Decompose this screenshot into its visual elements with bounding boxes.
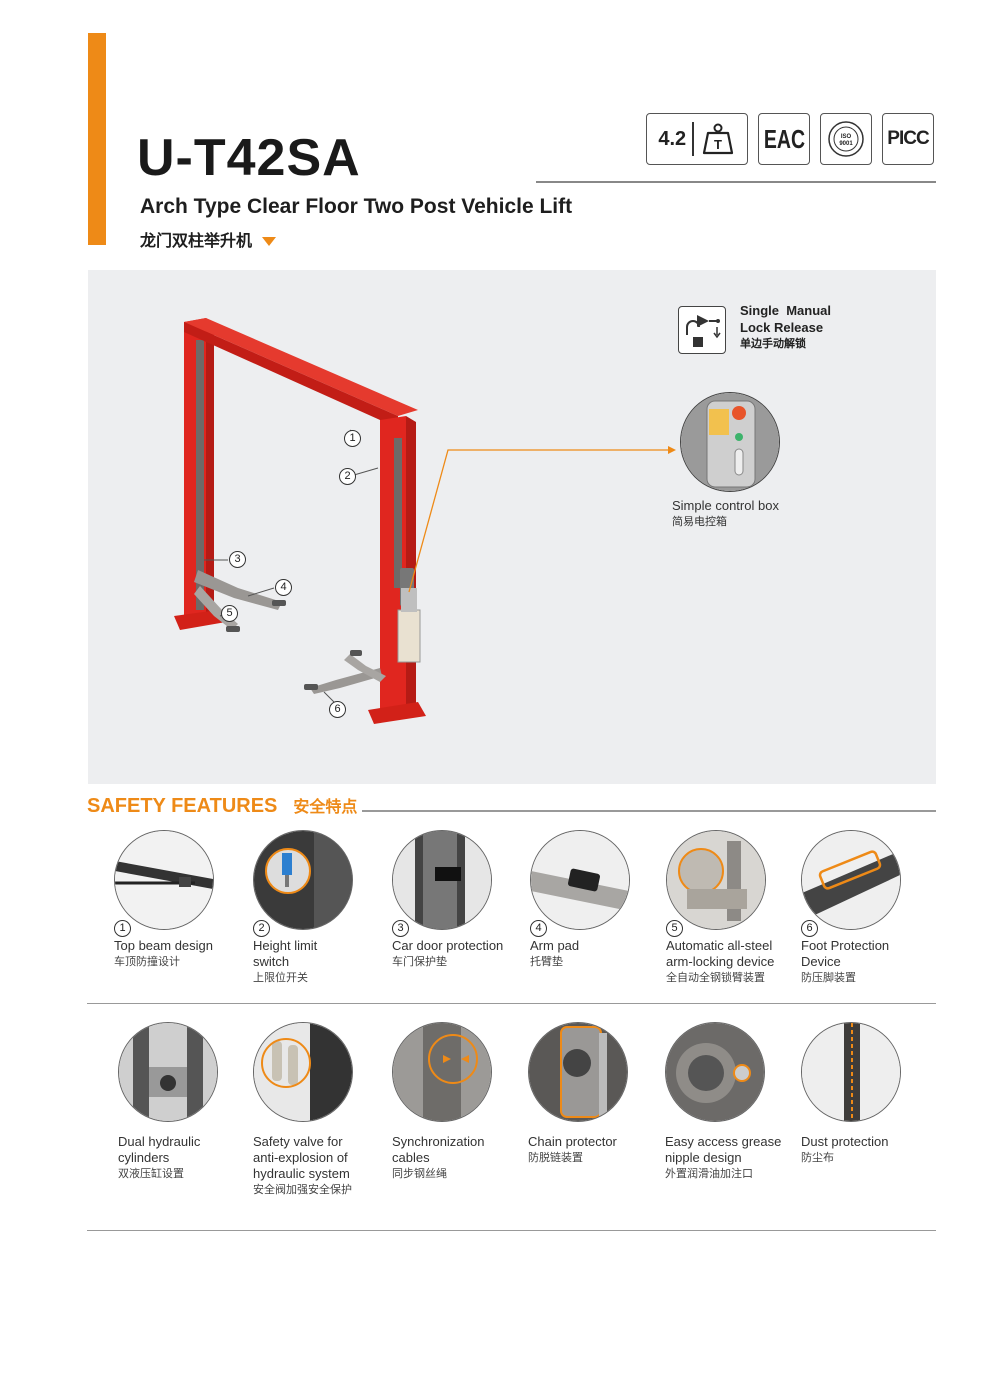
feature-title: Synchronization cables xyxy=(392,1134,485,1165)
feature-title-cn: 外置润滑油加注口 xyxy=(665,1168,753,1180)
feature-title: Foot Protection Device xyxy=(801,938,890,969)
picc-mark: PICC xyxy=(887,128,929,149)
accent-bar xyxy=(88,33,106,245)
feature-title-cn: 安全阀加强安全保护 xyxy=(253,1184,352,1196)
callout-1: 1 xyxy=(344,430,361,447)
feature-title-cn: 双液压缸设置 xyxy=(118,1168,184,1180)
safety-features-heading: SAFETY FEATURES 安全特点 xyxy=(87,793,357,818)
subtitle-english: Arch Type Clear Floor Two Post Vehicle L… xyxy=(140,195,573,218)
triangle-down-icon xyxy=(262,236,277,246)
control-box-image xyxy=(680,392,780,492)
subtitle-chinese: 龙门双柱举升机 xyxy=(140,227,277,251)
sync-cables-image xyxy=(392,1022,492,1122)
grease-nipple-image xyxy=(665,1022,765,1122)
feature-title: Automatic all-steel arm-locking device xyxy=(666,938,775,969)
arm-locking-image xyxy=(666,830,766,930)
feature-title-cn: 托臂垫 xyxy=(530,956,563,968)
feature-number: 3 xyxy=(392,920,409,937)
callout-5: 5 xyxy=(221,605,238,622)
feature-dust-protection: Dust protection 防尘布 xyxy=(801,1022,941,1166)
eac-mark: EAC xyxy=(763,123,805,154)
feature-number: 5 xyxy=(666,920,683,937)
feature-title: Chain protector xyxy=(528,1134,617,1149)
capacity-value: 4.2 xyxy=(658,127,687,150)
feature-number: 2 xyxy=(253,920,270,937)
dust-protection-image xyxy=(801,1022,901,1122)
dual-hydraulic-image xyxy=(118,1022,218,1122)
feature-title: Dual hydraulic cylinders xyxy=(118,1134,201,1165)
feature-number: 1 xyxy=(114,920,131,937)
control-box-en: Simple control box xyxy=(672,498,779,513)
feature-title-cn: 上限位开关 xyxy=(253,972,308,984)
feature-title: Top beam design xyxy=(114,938,214,953)
control-box-cn: 简易电控箱 xyxy=(672,516,727,528)
foot-protection-image xyxy=(801,830,901,930)
feature-title: Dust protection xyxy=(801,1134,889,1149)
eac-badge: EAC xyxy=(758,113,810,165)
safety-title-en: SAFETY FEATURES xyxy=(87,795,278,817)
manual-release-line2: Lock Release xyxy=(740,320,824,335)
feature-title: Height limit switch xyxy=(253,938,318,969)
iso-seal-icon: ISO 9001 xyxy=(828,121,864,157)
capacity-unit: T xyxy=(714,137,722,152)
svg-text:9001: 9001 xyxy=(839,141,853,147)
feature-foot-protection: 6 Foot Protection Device 防压脚装置 xyxy=(801,830,941,986)
car-door-image xyxy=(392,830,492,930)
feature-title-cn: 车门保护垫 xyxy=(392,956,447,968)
feature-arm-locking: 5 Automatic all-steel arm-locking device… xyxy=(666,830,806,986)
section-divider xyxy=(362,810,936,812)
feature-title: Safety valve for anti-explosion of hydra… xyxy=(253,1134,350,1181)
feature-arm-pad: 4 Arm pad 托臂垫 xyxy=(530,830,670,970)
feature-title: Car door protection xyxy=(392,938,504,953)
feature-title-cn: 全自动全钢锁臂装置 xyxy=(666,972,765,984)
model-title: U-T42SA xyxy=(137,129,361,187)
manual-release-line1: Single Manual xyxy=(740,303,832,318)
picc-badge: PICC xyxy=(882,113,934,165)
safety-valve-image xyxy=(253,1022,353,1122)
weight-icon: T xyxy=(702,123,733,155)
feature-chain-protector: Chain protector 防脱链装置 xyxy=(528,1022,668,1166)
lift-illustration xyxy=(174,318,676,724)
feature-number: 6 xyxy=(801,920,818,937)
bottom-divider xyxy=(87,1230,936,1232)
height-limit-image xyxy=(253,830,353,930)
feature-height-limit: 2 Height limit switch 上限位开关 xyxy=(253,830,393,986)
callout-6: 6 xyxy=(329,701,346,718)
control-box-label: Simple control box 简易电控箱 xyxy=(672,497,779,531)
feature-title-cn: 防脱链装置 xyxy=(528,1152,583,1164)
row-divider xyxy=(87,1003,936,1005)
feature-title-cn: 防压脚装置 xyxy=(801,972,856,984)
product-hero: 1 2 3 4 5 6 Single Manual Lock Release 单… xyxy=(88,270,936,784)
feature-title: Arm pad xyxy=(530,938,580,953)
callout-2: 2 xyxy=(339,468,356,485)
feature-title-cn: 同步钢丝绳 xyxy=(392,1168,447,1180)
manual-release-icon xyxy=(678,306,726,354)
header-divider xyxy=(536,181,936,183)
feature-grease-nipple: Easy access grease nipple design 外置润滑油加注… xyxy=(665,1022,805,1182)
callout-4: 4 xyxy=(275,579,292,596)
capacity-badge: 4.2 T xyxy=(646,113,748,165)
subtitle-chinese-text: 龙门双柱举升机 xyxy=(140,233,253,250)
feature-dual-hydraulic: Dual hydraulic cylinders 双液压缸设置 xyxy=(118,1022,258,1182)
chain-protector-image xyxy=(528,1022,628,1122)
feature-top-beam: 1 Top beam design 车顶防撞设计 xyxy=(114,830,254,970)
callout-3: 3 xyxy=(229,551,246,568)
manual-release-cn: 单边手动解锁 xyxy=(740,338,806,350)
feature-sync-cables: Synchronization cables 同步钢丝绳 xyxy=(392,1022,532,1182)
certification-badges: 4.2 T EAC ISO 9001 PICC xyxy=(646,113,934,165)
feature-title-cn: 车顶防撞设计 xyxy=(114,956,180,968)
feature-safety-valve: Safety valve for anti-explosion of hydra… xyxy=(253,1022,393,1198)
manual-release-label: Single Manual Lock Release 单边手动解锁 xyxy=(740,302,831,353)
feature-title-cn: 防尘布 xyxy=(801,1152,834,1164)
iso-badge: ISO 9001 xyxy=(820,113,872,165)
feature-car-door: 3 Car door protection 车门保护垫 xyxy=(392,830,532,970)
top-beam-image xyxy=(114,830,214,930)
feature-title: Easy access grease nipple design xyxy=(665,1134,782,1165)
arm-pad-image xyxy=(530,830,630,930)
safety-title-cn: 安全特点 xyxy=(293,799,358,816)
feature-number: 4 xyxy=(530,920,547,937)
svg-text:ISO: ISO xyxy=(841,134,852,140)
